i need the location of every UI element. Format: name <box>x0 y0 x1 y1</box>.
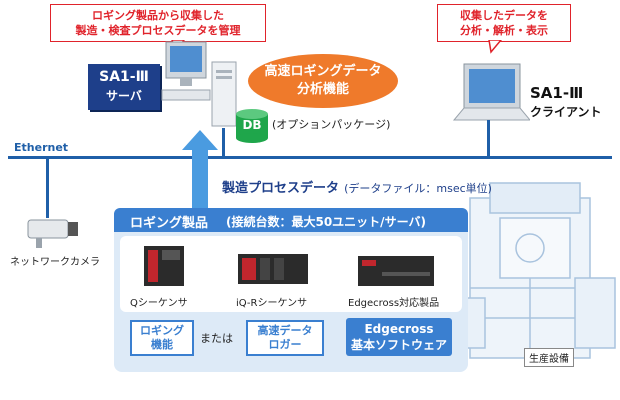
edgecross-line1: Edgecross <box>364 322 434 336</box>
edgecross-device-image <box>358 256 434 286</box>
iqr-sequencer-image <box>238 254 308 284</box>
data-flow-arrow <box>182 130 218 210</box>
high-speed-analysis-bubble: 高速ロギングデータ 分析機能 <box>248 54 398 108</box>
db-label: DB <box>242 118 262 132</box>
feature-line2: 分析機能 <box>296 82 349 97</box>
logging-panel-title: ロギング製品 <box>130 216 209 231</box>
high-speed-logger-box: 高速データ ロガー <box>246 320 324 356</box>
client-title: SA1-Ⅲ <box>530 84 584 102</box>
network-camera-icon <box>27 219 78 248</box>
flow-label-sub: (データファイル：msec単位) <box>344 182 492 195</box>
server-pc-icon <box>161 41 237 127</box>
sa1-server-box: SA1-Ⅲ サーバ <box>88 64 160 110</box>
q-sequencer-image <box>144 246 184 286</box>
camera-drop-line <box>46 158 49 218</box>
or-text: または <box>200 332 233 345</box>
camera-label: ネットワークカメラ <box>10 257 100 268</box>
logging-function-box: ロギング 機能 <box>130 320 194 356</box>
edgecross-software-box: Edgecross 基本ソフトウェア <box>346 318 452 356</box>
db-note: (オプションパッケージ) <box>272 118 391 131</box>
func-left-line1: ロギング <box>140 324 184 337</box>
feature-line1: 高速ロギングデータ <box>264 64 382 79</box>
func-left-line2: 機能 <box>151 338 173 351</box>
product-edgecross-label: Edgecross対応製品 <box>348 298 440 309</box>
production-equipment-label: 生産設備 <box>524 348 574 367</box>
client-callout-pointer <box>488 40 502 54</box>
logging-panel-header: ロギング製品 (接続台数：最大50ユニット/サーバ) <box>114 208 468 232</box>
client-subtitle: クライアント <box>530 105 602 119</box>
production-equipment-illustration <box>444 182 616 359</box>
flow-label-main: 製造プロセスデータ <box>222 181 340 196</box>
ethernet-line <box>8 156 612 159</box>
logging-panel-subtitle: (接続台数：最大50ユニット/サーバ) <box>226 215 426 229</box>
server-drop-line <box>222 128 225 158</box>
server-title: SA1-Ⅲ <box>99 69 149 85</box>
func-right-line2: ロガー <box>268 338 302 351</box>
ethernet-label: Ethernet <box>14 141 69 154</box>
product-iqr-label: iQ-Rシーケンサ <box>236 298 308 309</box>
flow-label: 製造プロセスデータ (データファイル：msec単位) <box>222 177 492 196</box>
database-icon <box>236 109 268 143</box>
server-subtitle: サーバ <box>106 89 142 103</box>
edgecross-line2: 基本ソフトウェア <box>350 338 447 352</box>
func-right-line1: 高速データ <box>257 324 313 337</box>
client-callout: 収集したデータを 分析・解析・表示 <box>437 4 571 42</box>
server-callout: ロギング製品から収集した 製造・検査プロセスデータを管理 <box>50 4 266 42</box>
client-laptop-icon <box>452 63 530 121</box>
product-q-label: Qシーケンサ <box>130 298 188 309</box>
client-drop-line <box>487 120 490 158</box>
